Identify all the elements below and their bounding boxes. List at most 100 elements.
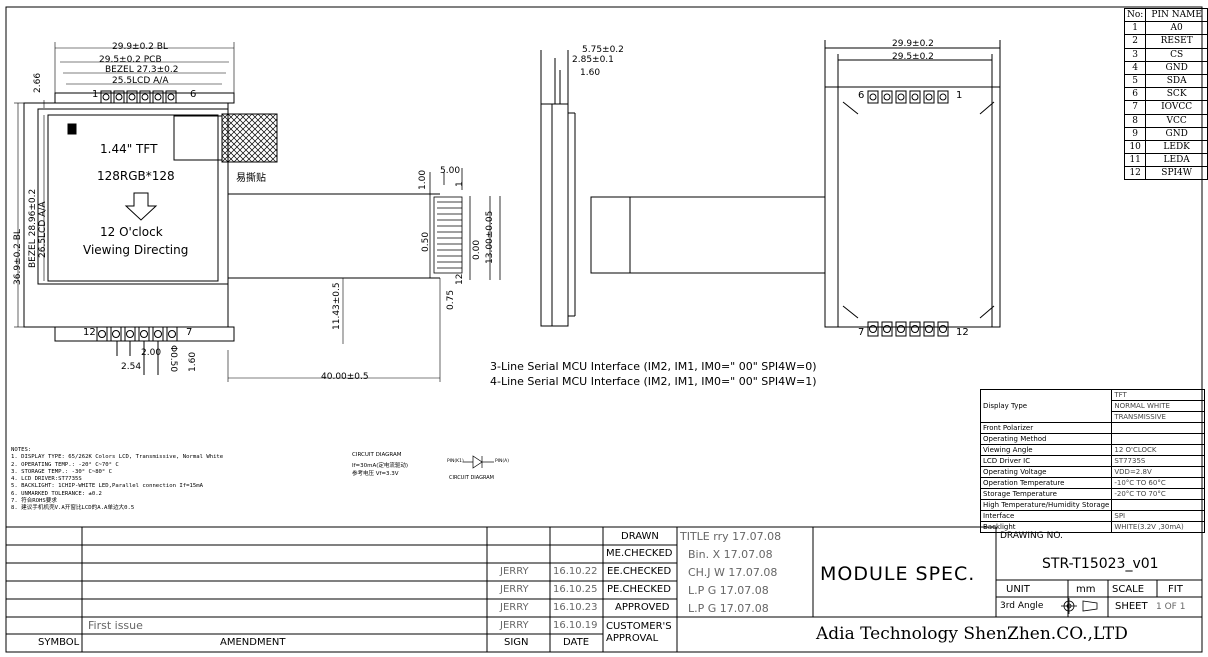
rev-date: 16.10.25 xyxy=(553,584,598,595)
customer-approval: CUSTOMER'S APPROVAL xyxy=(606,621,672,644)
module-spec-title: MODULE SPEC. xyxy=(820,563,976,585)
fpc-dim-zero: 0.00 xyxy=(472,239,482,260)
note-item: 1. DISPLAY TYPE: 65/262K Colors LCD, Tra… xyxy=(11,454,224,461)
dim-pitch-254: 2.54 xyxy=(121,362,142,372)
active-area xyxy=(47,114,219,282)
pin-label-7: 7 xyxy=(186,327,193,338)
fpc-pin-first: 1 xyxy=(455,181,465,187)
backlight-outline xyxy=(23,102,229,328)
fpc-pin-last: 12 xyxy=(455,273,465,285)
dim-2-66: 2.66 xyxy=(33,72,43,93)
rev-date: 16.10.23 xyxy=(553,602,598,613)
front-pins-bottom xyxy=(96,326,178,375)
notes-block: NOTES: 1. DISPLAY TYPE: 65/262K Colors L… xyxy=(11,447,223,513)
dim-bl-height: 36.9±0.2 BL xyxy=(13,229,23,285)
back-dim-pcb: 29.5±0.2 xyxy=(892,52,934,62)
back-pin-12: 12 xyxy=(956,327,969,338)
dim-bezel-height: BEZEL 28.96±0.2 xyxy=(28,188,38,268)
size-label: 1.44" TFT xyxy=(100,142,158,156)
spec-row: High Temperature/Humidity Storage xyxy=(979,499,1206,511)
approval-value: L.P G 17.07.08 xyxy=(688,602,769,615)
front-pins-top xyxy=(100,90,177,104)
dim-pin-len: 1.60 xyxy=(188,351,198,372)
note-item: 7. 符合ROHS要求 xyxy=(11,498,57,505)
fpc-dim-total: 13.00±0.05 xyxy=(485,210,495,264)
scale-value: FIT xyxy=(1168,584,1183,595)
header-date: DATE xyxy=(563,637,590,648)
rev-sign: JERRY xyxy=(500,620,529,631)
unit-label: UNIT xyxy=(1006,584,1030,595)
spec-row: Front Polarizer xyxy=(979,422,1206,434)
pin-label-1: 1 xyxy=(92,89,99,100)
dim-pcb-width: 29.5±0.2 PCB xyxy=(99,55,162,65)
fpc-connector xyxy=(429,168,501,280)
dim-aa-height: 26.5LCD A/A xyxy=(38,201,48,258)
circuit-left-label: PIN(K1) xyxy=(447,459,464,464)
resolution-label: 128RGB*128 xyxy=(97,169,175,183)
viewing-label: Viewing Directing xyxy=(83,243,189,257)
drawing-no-label: DRAWING NO. xyxy=(1000,531,1063,541)
side-view xyxy=(540,50,576,327)
led-symbol xyxy=(463,455,494,469)
sheet-border xyxy=(5,6,1203,653)
note-item: 6. UNMARKED TOLERANCE: ±0.2 xyxy=(11,490,102,497)
dim-fpc-height: 11.43±0.5 xyxy=(332,282,342,330)
circuit-caption: CIRCUIT DIAGRAM xyxy=(449,475,494,481)
approval-value: CH.J W 17.07.08 xyxy=(688,566,778,579)
approval-role: APPROVED xyxy=(615,602,670,613)
back-view xyxy=(590,40,1001,328)
dim-aa-width: 25.5LCD A/A xyxy=(112,76,169,86)
side-dim-panel: 2.85±0.1 xyxy=(572,55,614,65)
peel-label: 易撕贴 xyxy=(236,173,266,184)
pin-label-6: 6 xyxy=(190,89,197,100)
note-item: 5. BACKLIGHT: 1CHIP-WHITE LED,Parallel c… xyxy=(11,483,203,490)
company-name: Adia Technology ShenZhen.CO.,LTD xyxy=(816,624,1128,644)
spec-row: Operation Temperature-10°C TO 60°C xyxy=(979,477,1206,489)
fpc-dim-top: 1.00 xyxy=(418,169,428,190)
approval-role: EE.CHECKED xyxy=(607,566,672,577)
sheet-value: 1 OF 1 xyxy=(1156,602,1186,612)
approval-role: ME.CHECKED xyxy=(606,548,673,559)
header-sign: SIGN xyxy=(504,637,529,648)
pin-label-12: 12 xyxy=(83,327,96,338)
dim-pin-dia: Φ0.50 xyxy=(168,345,178,373)
fpc-dim-width: 5.00 xyxy=(440,166,461,176)
scale-label: SCALE xyxy=(1112,584,1145,595)
back-pin-6: 6 xyxy=(858,90,865,101)
drawing-number: STR-T15023_v01 xyxy=(1042,556,1159,572)
pin-table-header: No:PIN NAME xyxy=(1123,7,1208,23)
fpc-dim-bottom: 0.75 xyxy=(446,289,456,310)
side-dim-total: 5.75±0.2 xyxy=(582,45,624,55)
rev-date: 16.10.22 xyxy=(553,566,598,577)
angle-label: 3rd Angle xyxy=(1000,601,1044,611)
orientation-label: 12 O'clock xyxy=(100,225,163,239)
title-block-lines xyxy=(6,526,1202,652)
rev-sign: JERRY xyxy=(500,584,529,595)
header-symbol: SYMBOL xyxy=(38,637,80,648)
circuit-title: CIRCUIT DIAGRAM xyxy=(352,452,402,458)
circuit-line1: If=30mA(定电流驱动) xyxy=(352,463,409,469)
rev-amendment: First issue xyxy=(88,619,143,632)
fpc-dim-pitch: 0.50 xyxy=(421,231,431,252)
circuit-line2: 参考电压 Vf=3.3V xyxy=(352,471,399,477)
spec-row: Storage Temperature-20°C TO 70°C xyxy=(979,488,1206,500)
dim-bezel-width: BEZEL 27.3±0.2 xyxy=(105,65,179,75)
sheet-label: SHEET xyxy=(1115,601,1148,612)
